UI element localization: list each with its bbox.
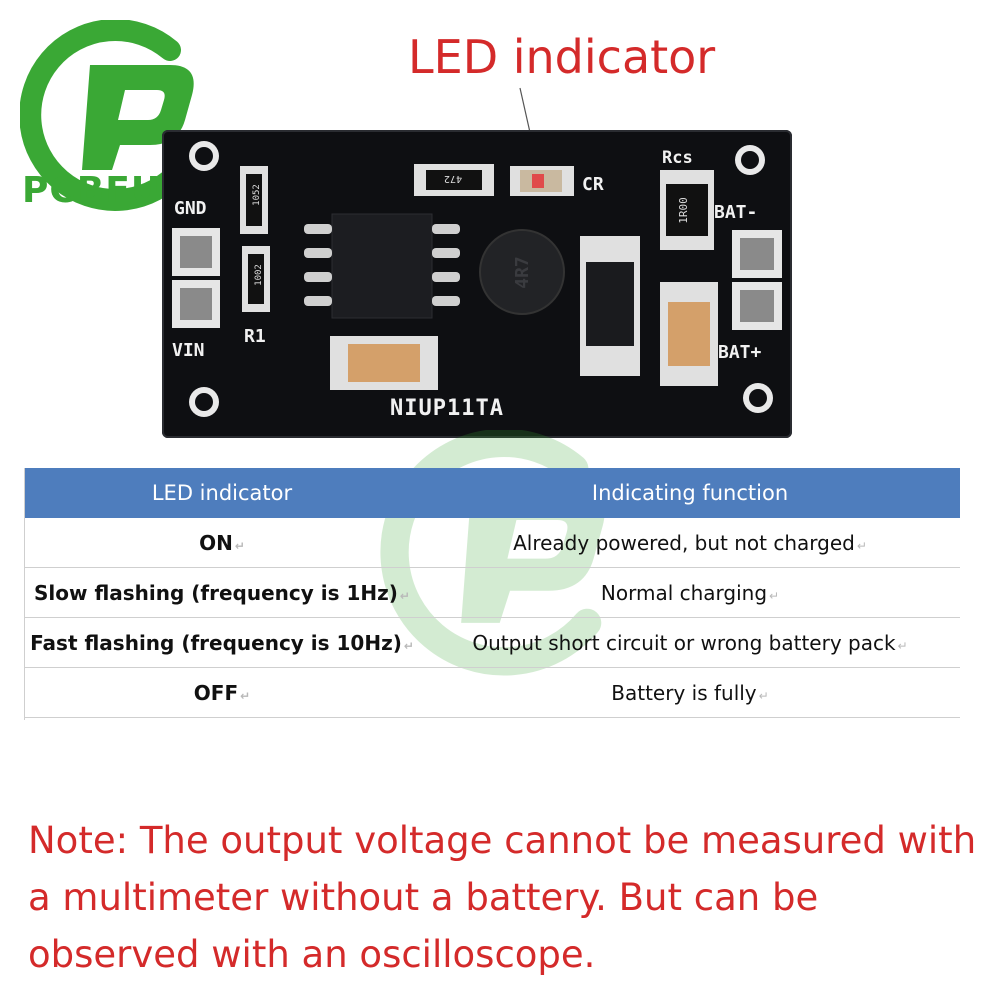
table-left-border xyxy=(24,468,25,720)
header-led-indicator: LED indicator xyxy=(24,468,420,518)
header-indicating-function: Indicating function xyxy=(420,468,960,518)
resistor-472-marking: 472 xyxy=(444,173,463,184)
bat-plus-label: BAT+ xyxy=(718,342,762,363)
pcbfun-logo-icon xyxy=(20,20,194,211)
function-text: Battery is fully xyxy=(611,680,757,705)
r1-label: R1 xyxy=(244,326,266,347)
paragraph-mark-icon: ↵ xyxy=(897,638,908,653)
function-cell: Battery is fully↵ xyxy=(420,667,960,718)
function-text: Normal charging xyxy=(600,580,768,605)
table-header-row: LED indicator Indicating function xyxy=(24,468,960,518)
led-indicator-table: LED indicator Indicating function ON↵ Al… xyxy=(24,468,960,718)
paragraph-mark-icon: ↵ xyxy=(769,588,780,603)
paragraph-mark-icon: ↵ xyxy=(240,688,251,703)
function-cell: Already powered, but not charged↵ xyxy=(420,518,960,568)
paragraph-mark-icon: ↵ xyxy=(758,688,769,703)
function-cell: Output short circuit or wrong battery pa… xyxy=(420,617,960,668)
state-cell: Fast flashing (frequency is 10Hz)↵ xyxy=(24,617,420,668)
gnd-label: GND xyxy=(174,198,207,219)
resistor-1r00-marking: 1R00 xyxy=(676,197,690,224)
function-text: Already powered, but not charged xyxy=(513,530,855,555)
paragraph-mark-icon: ↵ xyxy=(403,638,414,653)
led-indicator-callout: LED indicator xyxy=(408,30,716,84)
table-row: OFF↵ Battery is fully↵ xyxy=(24,667,960,718)
state-text: OFF xyxy=(193,680,239,705)
state-cell: ON↵ xyxy=(24,518,420,568)
board-model-label: NIUP11TA xyxy=(390,396,504,421)
resistor-1052-marking: 1052 xyxy=(251,184,262,206)
inductor-marking: 4R7 xyxy=(511,256,533,289)
cr-label: CR xyxy=(582,174,604,195)
state-text: Slow flashing (frequency is 1Hz) xyxy=(34,580,398,605)
vin-label: VIN xyxy=(172,340,205,361)
paragraph-mark-icon: ↵ xyxy=(856,538,867,553)
table-row: Fast flashing (frequency is 10Hz)↵ Outpu… xyxy=(24,617,960,668)
bat-minus-label: BAT- xyxy=(714,202,758,223)
state-cell: Slow flashing (frequency is 1Hz)↵ xyxy=(24,567,420,618)
function-cell: Normal charging↵ xyxy=(420,567,960,618)
state-text: Fast flashing (frequency is 10Hz) xyxy=(30,630,402,655)
state-text: ON xyxy=(199,530,233,555)
paragraph-mark-icon: ↵ xyxy=(234,538,245,553)
resistor-1002-marking: 1002 xyxy=(253,264,264,286)
table-row: ON↵ Already powered, but not charged↵ xyxy=(24,518,960,568)
function-text: Output short circuit or wrong battery pa… xyxy=(472,630,896,655)
state-cell: OFF↵ xyxy=(24,667,420,718)
oscilloscope-note: Note: The output voltage cannot be measu… xyxy=(28,819,977,976)
paragraph-mark-icon: ↵ xyxy=(399,588,410,603)
rcs-label: Rcs xyxy=(662,148,693,168)
table-row: Slow flashing (frequency is 1Hz)↵ Normal… xyxy=(24,567,960,618)
pcb-board: GND VIN BAT- BAT+ R1 Rcs CR 1052 1002 47… xyxy=(162,130,792,438)
